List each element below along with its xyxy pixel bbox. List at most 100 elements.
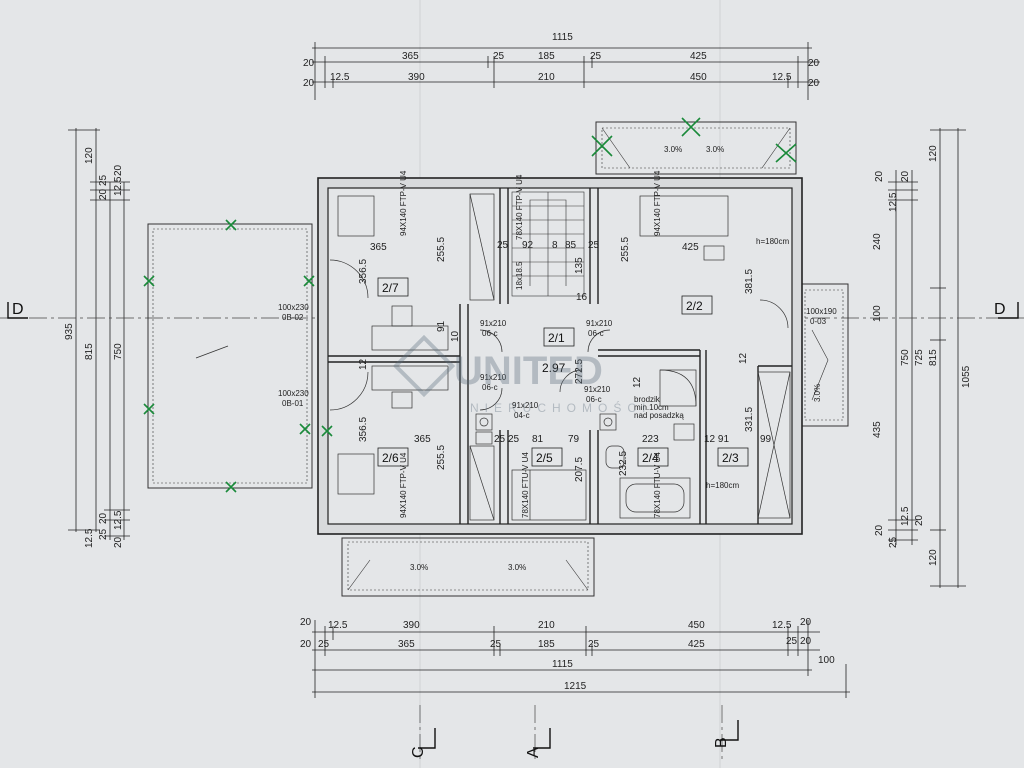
- int-dim-2555b: 255.5: [436, 445, 447, 470]
- dim-right-750: 750: [900, 349, 911, 366]
- dim-bot-r1-3: 210: [538, 620, 555, 631]
- door-a-size: 100x230: [278, 303, 309, 312]
- int-dim-2555a: 255.5: [436, 237, 447, 262]
- dim-left-top-125: 12.5: [113, 176, 124, 196]
- dim-right-total: 1055: [961, 365, 972, 388]
- shower-note-3: nad posadzką: [634, 411, 684, 420]
- bottom-balcony: [341, 537, 595, 597]
- door-a-code: 0B-02: [282, 313, 304, 322]
- int-dim-25d: 25: [508, 434, 520, 445]
- opening-annotations: 94X140 FTP-V U4 78X140 FTP-V U4 94X140 F…: [278, 145, 837, 572]
- int-dim-81: 81: [532, 434, 544, 445]
- room-2-5: 2/5: [536, 451, 553, 465]
- door-c-size: 100x190: [806, 307, 837, 316]
- dim-left-total: 935: [64, 323, 75, 340]
- int-dim-92: 92: [522, 240, 534, 251]
- dim-left-bot-20b: 20: [113, 536, 124, 548]
- shower-note-2: min.10cm: [634, 403, 669, 412]
- int-dim-365a: 365: [370, 242, 387, 253]
- room-2-1: 2/1: [548, 331, 565, 345]
- green-annotations: [143, 117, 797, 493]
- int-dim-91: 91: [436, 320, 447, 332]
- room-2-7: 2/7: [382, 281, 399, 295]
- int-dim-79: 79: [568, 434, 580, 445]
- dim-bot-r1-2: 390: [403, 620, 420, 631]
- bath-fixtures: [475, 369, 697, 521]
- dim-right-725: 725: [914, 349, 925, 366]
- slope-bottom-2: 3.0%: [508, 563, 526, 572]
- section-label-c: C: [410, 746, 427, 758]
- section-label-a: A: [525, 747, 542, 758]
- dim-right-bot-25: 25: [888, 536, 899, 548]
- window-c: 94X140 FTP-V U4: [653, 170, 662, 236]
- room-labels: 2/7 2/6 2/1 2/2 2/3 2/4 2/5 2.97: [377, 277, 749, 467]
- slope-right: 3.0%: [813, 384, 822, 402]
- int-dim-10: 10: [450, 330, 461, 342]
- dim-top-r2-6: 20: [808, 78, 820, 89]
- int-dim-3815: 381.5: [744, 269, 755, 294]
- window-b: 78X140 FTP-V U4: [515, 174, 524, 240]
- room-2-2: 2/2: [686, 299, 703, 313]
- dim-top-r2-3: 210: [538, 72, 555, 83]
- dim-bot-r1-1: 12.5: [328, 620, 348, 631]
- dim-right-bot-20: 20: [874, 524, 885, 536]
- window-a: 94X140 FTP-V U4: [399, 170, 408, 236]
- int-dim-16: 16: [576, 292, 588, 303]
- dim-bot-r2-3: 25: [490, 639, 502, 650]
- interior-dimensions: 365 356.5 255.5 365 356.5 255.5 425 381.…: [358, 237, 772, 482]
- int-dim-2725: 272.5: [574, 359, 585, 384]
- dim-top-r1-1: 365: [402, 51, 419, 62]
- outer-walls: [317, 177, 803, 535]
- int-dim-85: 85: [565, 240, 577, 251]
- dim-top-r2-2: 390: [408, 72, 425, 83]
- height-note-b: h=180cm: [706, 481, 739, 490]
- watermark-text: UNITED: [454, 349, 603, 393]
- shower-note-1: brodzik: [634, 395, 661, 404]
- door-int-c-code: 06-c: [482, 383, 498, 392]
- dim-right-bot-20b: 20: [914, 514, 925, 526]
- door-b-code: 0B-01: [282, 399, 304, 408]
- dim-left-815: 815: [84, 343, 95, 360]
- dim-right-top-100: 100: [872, 305, 883, 322]
- dimension-chain-left: [68, 128, 130, 540]
- dim-bot-r1-6: 20: [800, 617, 812, 628]
- dim-left-top-20b: 20: [113, 164, 124, 176]
- dim-left-bot-20: 20: [98, 512, 109, 524]
- dim-right-mid-435: 435: [872, 421, 883, 438]
- dim-top-r1-3: 185: [538, 51, 555, 62]
- dim-right-815: 815: [928, 349, 939, 366]
- door-int-d-size: 91x210: [512, 401, 539, 410]
- int-dim-223: 223: [642, 434, 659, 445]
- section-markers-bottom: [418, 705, 739, 760]
- slope-top-2: 3.0%: [706, 145, 724, 154]
- door-int-b-size: 91x210: [586, 319, 613, 328]
- dim-right-bot-120: 120: [928, 549, 939, 566]
- int-dim-3315: 331.5: [744, 407, 755, 432]
- dim-right-bot-125: 12.5: [900, 506, 911, 526]
- dim-bot-r2-8: 20: [800, 636, 812, 647]
- watermark: UNITED NIERUCHOMOŚCI: [392, 334, 645, 415]
- dim-top-r1-6: 20: [808, 58, 820, 69]
- int-dim-12a: 12: [358, 358, 369, 370]
- int-dim-2075: 207.5: [574, 457, 585, 482]
- dim-right-top-120: 120: [928, 145, 939, 162]
- dim-right-top-125: 12.5: [888, 192, 899, 212]
- dim-bot-r2-6: 425: [688, 639, 705, 650]
- right-balcony: [799, 283, 849, 427]
- dim-right-top-20b: 20: [900, 170, 911, 182]
- door-int-e-code: 06-c: [586, 395, 602, 404]
- left-terrace: [147, 223, 313, 489]
- window-e: 78X140 FTU-V U4: [521, 452, 530, 518]
- door-int-b-code: 06-c: [588, 329, 604, 338]
- dim-bot-r2-0: 20: [300, 639, 312, 650]
- int-dim-99: 99: [760, 434, 772, 445]
- dim-bot-overall-2: 1215: [564, 681, 587, 692]
- dimension-chain-bottom: [312, 620, 850, 698]
- dim-left-bot-125: 12.5: [113, 510, 124, 530]
- dim-top-r2-1: 12.5: [330, 72, 350, 83]
- dim-left-top-20: 20: [98, 188, 109, 200]
- door-int-a-code: 06-c: [482, 329, 498, 338]
- section-line-d: D D: [0, 301, 1024, 319]
- section-label-d-left: D: [12, 301, 24, 318]
